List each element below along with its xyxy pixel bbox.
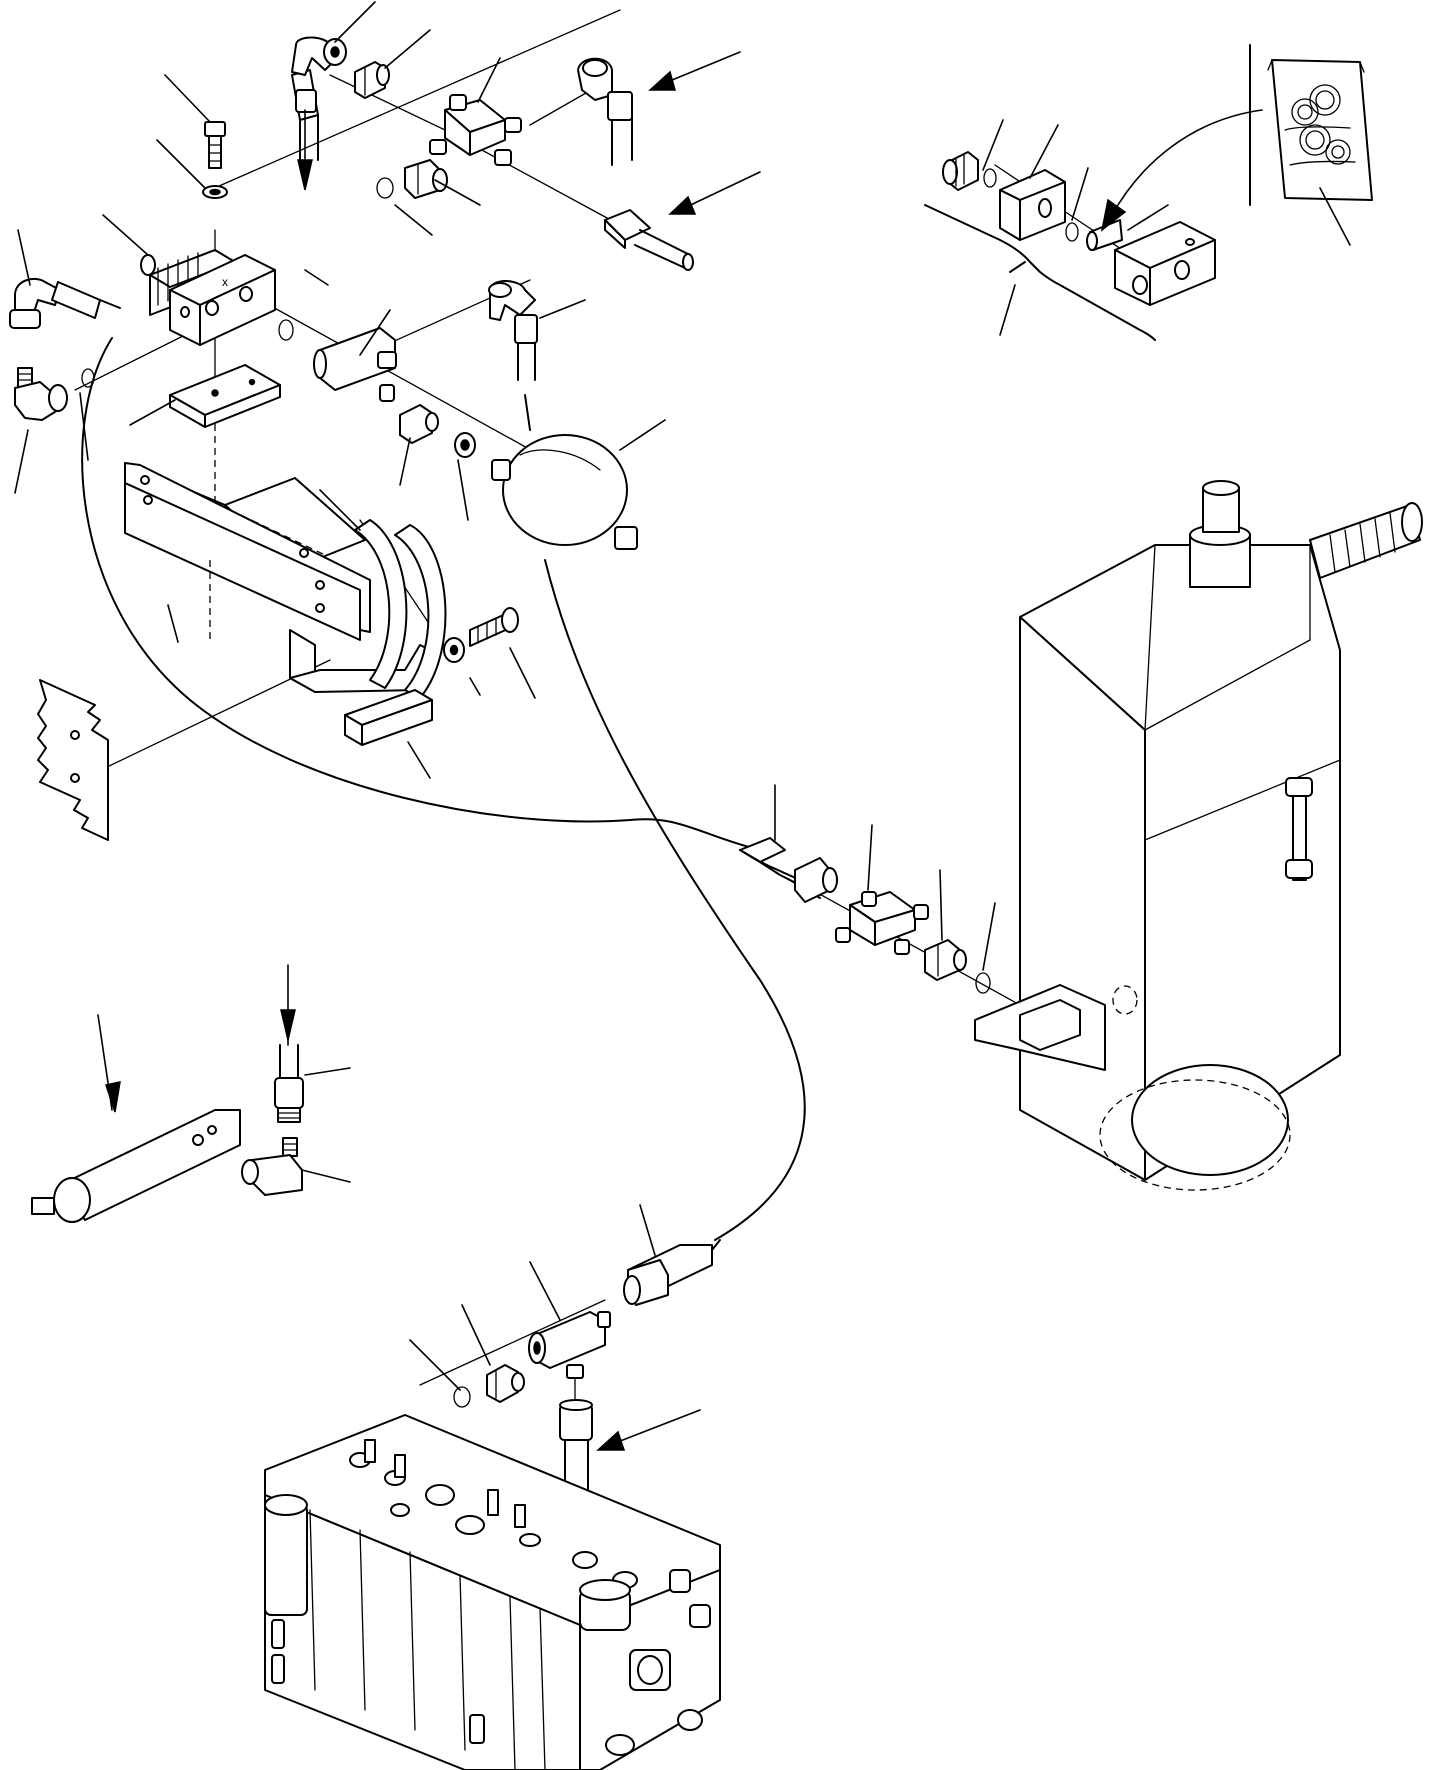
valve-block-icon — [1087, 220, 1215, 305]
o-ring-icon — [1066, 223, 1078, 241]
long-hose-accumulator-to-valve — [545, 560, 805, 1240]
long-hose-left-loop — [82, 338, 760, 850]
bolt-icon — [205, 122, 225, 168]
o-ring-icon — [984, 169, 996, 187]
flow-arrow-icon — [1102, 110, 1262, 230]
o-ring-icon — [377, 178, 393, 198]
hydraulic-tank-icon — [975, 481, 1422, 1190]
fitting-nut-icon — [355, 62, 389, 98]
frame-fragment-icon — [38, 680, 108, 840]
flow-arrow-icon — [598, 1410, 700, 1450]
hose-icon — [605, 210, 693, 270]
elbow-fitting-icon — [292, 38, 346, 76]
hose-icon — [578, 59, 632, 165]
seal-kit-bag-icon — [1250, 45, 1372, 205]
o-ring-icon — [82, 369, 94, 387]
flow-arrow-icon — [281, 965, 295, 1045]
hose-routing — [75, 10, 1130, 1425]
bolt-icon — [470, 608, 518, 646]
spacer-block-icon — [345, 690, 432, 745]
hose-icon — [740, 838, 837, 902]
seal-kit-inset — [925, 152, 1215, 340]
hose-icon — [624, 1240, 720, 1305]
hose-drop-accumulator — [525, 395, 530, 430]
hose-icon — [489, 281, 537, 380]
o-ring-icon — [279, 320, 293, 340]
hose-icon — [292, 70, 318, 165]
flow-arrow-icon — [670, 172, 760, 214]
fitting-nut-icon — [925, 940, 966, 980]
hose-icon — [275, 1045, 303, 1122]
control-valve-icon — [265, 1415, 720, 1770]
o-ring-icon — [976, 973, 990, 993]
cross-fitting-icon — [430, 95, 521, 165]
fitting-nut-icon — [405, 160, 447, 198]
fitting-nut-icon — [943, 152, 978, 190]
fitting-nut-icon — [487, 1365, 524, 1402]
cylinder-icon — [32, 1110, 240, 1222]
washer-icon — [455, 433, 475, 457]
flow-arrow-icon — [98, 1015, 120, 1112]
washer-icon — [203, 186, 227, 198]
elbow-fitting-icon — [15, 368, 67, 420]
valve-block-icon: x — [170, 255, 275, 345]
flow-arrow-icon — [650, 52, 740, 90]
fitting-nut-icon — [400, 405, 438, 443]
callout-leaders — [15, 2, 1350, 1390]
block-marking: x — [222, 275, 228, 289]
washer-icon — [444, 638, 464, 662]
bracket-icon — [125, 463, 440, 692]
flow-arrow-icon — [298, 110, 312, 190]
fitting-nut-icon — [1000, 170, 1065, 240]
mounting-plate-icon — [170, 365, 280, 427]
elbow-fitting-icon — [242, 1138, 302, 1195]
accumulator-icon — [492, 435, 637, 549]
tee-fitting-icon — [529, 1312, 610, 1378]
hose-icon — [10, 279, 120, 328]
cross-fitting-icon — [836, 892, 928, 954]
o-ring-icon — [454, 1387, 470, 1407]
tee-fitting-icon — [314, 328, 396, 401]
